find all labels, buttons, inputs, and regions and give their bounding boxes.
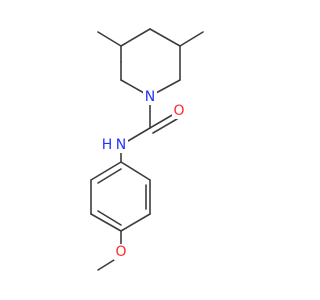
carboxamide-group <box>127 103 178 142</box>
bond-aryl-inner-b <box>97 210 122 226</box>
molecule-diagram: N O N H O <box>90 28 204 271</box>
bond-c6-n1 <box>155 79 181 94</box>
bond-c4-c5 <box>149 28 181 47</box>
atom-o-methoxy: O <box>115 244 126 260</box>
label-bg-n-ring <box>143 89 157 105</box>
bond-aryl-inner-c <box>97 168 122 184</box>
atom-o-carbonyl: O <box>173 103 184 119</box>
label-bg-n-amide <box>114 137 128 153</box>
atom-h-amide: H <box>102 137 113 153</box>
bond-n1-c2 <box>120 79 145 94</box>
bond-aryl-4 <box>90 213 122 232</box>
bond-methyl-right <box>179 31 204 47</box>
bond-carbonyl-double-b <box>152 118 178 134</box>
bond-carbonyl-double-a <box>149 113 175 129</box>
bond-methoxy-methyl <box>97 259 115 271</box>
bond-c3-c4 <box>120 28 151 47</box>
bond-aryl-3 <box>120 213 151 232</box>
label-bg-h-amide <box>100 137 114 153</box>
label-bg-o-carbonyl <box>172 103 186 119</box>
bond-aryl-1 <box>120 161 151 181</box>
bond-methyl-left <box>97 31 122 47</box>
bond-carbonyl-c-n-amide <box>127 127 151 142</box>
atom-n-ring: N <box>145 89 155 105</box>
structure-svg: N O N H O <box>90 28 204 271</box>
atom-n-amide: N <box>116 137 126 153</box>
methoxyphenyl-ring <box>90 144 151 271</box>
piperidine-ring <box>97 28 204 94</box>
atom-labels: N O N H O <box>100 89 186 260</box>
label-bg-o-methoxy <box>114 244 128 260</box>
bond-aryl-6 <box>90 161 122 181</box>
